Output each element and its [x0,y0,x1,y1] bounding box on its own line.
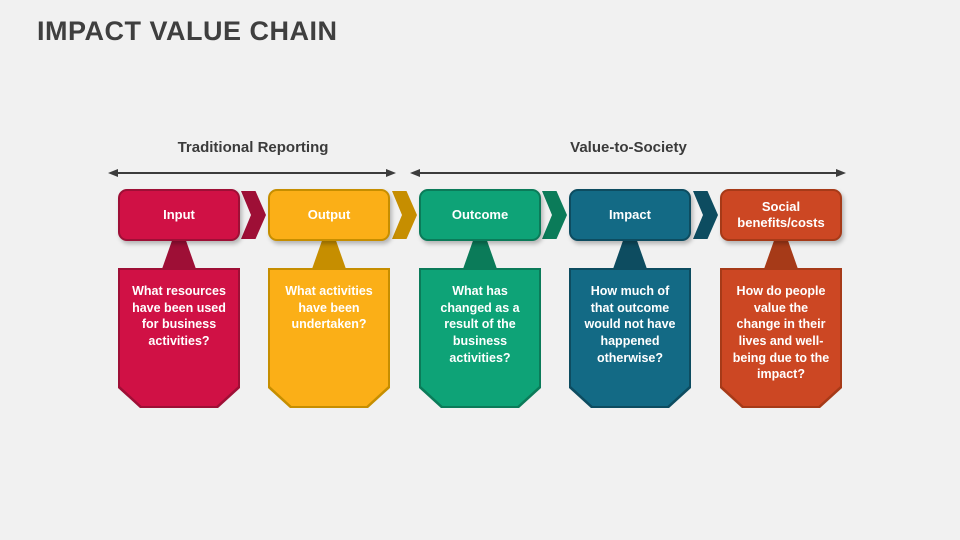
header-label: Output [307,206,351,222]
header-label: Social benefits/costs [737,198,825,230]
description-box-fill: How much of that outcome would not have … [571,270,689,406]
double-headed-arrow-icon [410,169,846,177]
double-headed-arrow-icon [108,169,396,177]
description-box: What resources have been used for busine… [118,268,240,408]
chevron-right-arrow-icon [542,191,567,239]
chevron-right-arrow-icon [693,191,718,239]
connector-trapezoid [613,240,647,269]
column-outcome: Outcome What has changed as a result of … [419,0,541,540]
column-impact: Impact How much of that outcome would no… [569,0,691,540]
description-text: How do people value the change in their … [732,284,830,382]
description-text: How much of that outcome would not have … [584,284,676,365]
header-box: Output [268,189,390,241]
connector-trapezoid [162,240,196,269]
description-text: What activities have been undertaken? [285,284,373,332]
page-title: IMPACT VALUE CHAIN [37,16,338,46]
description-box-fill: What activities have been undertaken? [270,270,388,406]
description-box: How do people value the change in their … [720,268,842,408]
chevron-right-arrow-icon [241,191,266,239]
description-box: What activities have been undertaken? [268,268,390,408]
connector-trapezoid [764,240,798,269]
description-box: What has changed as a result of the busi… [419,268,541,408]
description-box-fill: What has changed as a result of the busi… [421,270,539,406]
header-label: Input [163,206,195,222]
header-box: Outcome [419,189,541,241]
header-label: Impact [609,206,651,222]
column-social-benefits-costs: Social benefits/costs How do people valu… [720,0,842,540]
connector-trapezoid [463,240,497,269]
header-box: Social benefits/costs [720,189,842,241]
section-label-value-to-society: Value-to-Society [570,139,687,156]
chevron-right-arrow-icon [392,191,417,239]
description-box-fill: What resources have been used for busine… [120,270,238,406]
section-label-traditional-reporting: Traditional Reporting [177,139,329,156]
column-output: Output What activities have been underta… [268,0,390,540]
header-box: Impact [569,189,691,241]
description-box: How much of that outcome would not have … [569,268,691,408]
header-box: Input [118,189,240,241]
description-text: What resources have been used for busine… [132,284,226,348]
column-input: Input What resources have been used for … [118,0,240,540]
header-label: Outcome [451,206,509,222]
description-box-fill: How do people value the change in their … [722,270,840,406]
description-text: What has changed as a result of the busi… [440,284,520,365]
connector-trapezoid [312,240,346,269]
